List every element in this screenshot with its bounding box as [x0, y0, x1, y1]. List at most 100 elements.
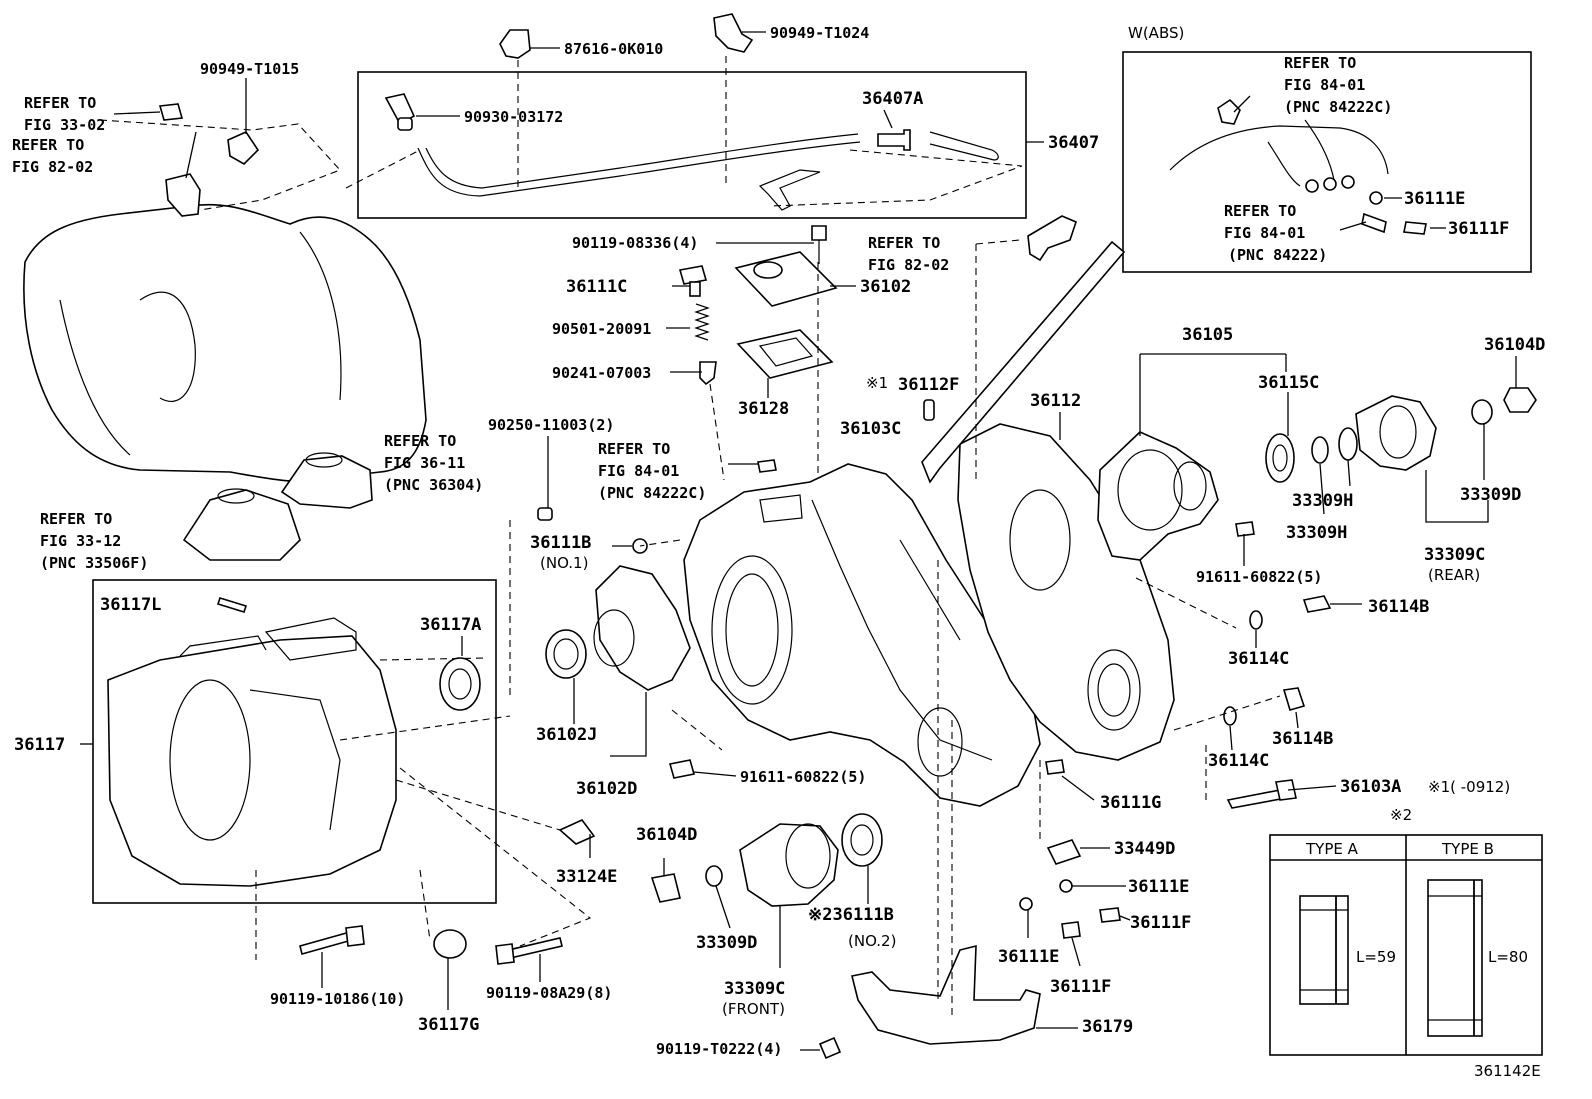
- label-91611-60822-rear: 91611-60822(5): [1196, 568, 1322, 586]
- breather-plug-icon: [384, 93, 416, 131]
- refer-33-12-line3: (PNC 33506F): [40, 554, 148, 572]
- refer-36-11-line1: REFER TO: [384, 432, 456, 450]
- refer-84-01-top-line2: FIG 84-01: [1284, 76, 1365, 94]
- label-rear: (REAR): [1428, 566, 1480, 584]
- refer-84-01-top-line1: REFER TO: [1284, 54, 1356, 72]
- washer-33309D-icon: [1471, 399, 1493, 425]
- label-33309D-front: 33309D: [696, 933, 757, 953]
- extension-housing: [1097, 431, 1219, 561]
- label-36111E-b: 36111E: [1128, 877, 1189, 897]
- label-90119-T0222: 90119-T0222(4): [656, 1040, 782, 1058]
- mount-cover-b: [182, 489, 301, 561]
- bolt-cover-icon: [811, 225, 827, 241]
- pin-90250-icon: [537, 507, 553, 521]
- label-36114B-a: 36114B: [1368, 597, 1429, 617]
- hose-clip-icon: [499, 29, 531, 59]
- label-33449D: 33449D: [1114, 839, 1175, 859]
- oil-seal-36102J-icon: [545, 629, 587, 679]
- label-36179: 36179: [1082, 1017, 1133, 1037]
- label-36117G: 36117G: [418, 1015, 479, 1035]
- refer-84-01-top-line3: (PNC 84222C): [1284, 98, 1392, 116]
- label-36103A: 36103A: [1340, 777, 1401, 797]
- label-36112: 36112: [1030, 391, 1081, 411]
- hose-connector-icon: [877, 129, 911, 151]
- plug-36111E-c-icon: [1019, 897, 1033, 911]
- mount-cover-a: [280, 455, 373, 509]
- refer-36-11-line2: FIG 36-11: [384, 454, 465, 472]
- label-36114C-a: 36114C: [1228, 649, 1289, 669]
- label-36111F-b: 36111F: [1130, 913, 1191, 933]
- label-no2: (NO.2): [848, 932, 896, 950]
- rear-flange-icon: [1355, 395, 1437, 471]
- label-36104D-front: 36104D: [636, 825, 697, 845]
- bolt-33-02-icon: [158, 103, 184, 121]
- label-type-b: TYPE B: [1441, 840, 1494, 858]
- bolt-36103A-icon: [1226, 789, 1288, 809]
- front-flange-icon: [739, 823, 839, 907]
- refer-82-02-mid-line2: FIG 82-02: [868, 256, 949, 274]
- sensor-33124E-icon: [558, 819, 596, 845]
- label-type-a: TYPE A: [1305, 840, 1359, 858]
- label-90250-11003: 90250-11003(2): [488, 416, 614, 434]
- label-36111G: 36111G: [1100, 793, 1161, 813]
- bolt-90119-10186-icon: [299, 931, 353, 955]
- label-33309H-b: 33309H: [1286, 523, 1347, 543]
- label-36111B-no2: ※236111B: [808, 905, 894, 925]
- abs-plug-icon: [1369, 191, 1383, 205]
- front-cover-icon: [593, 565, 691, 691]
- label-36102: 36102: [860, 277, 911, 297]
- refer-36-11-line3: (PNC 36304): [384, 476, 483, 494]
- label-33124E: 33124E: [556, 867, 617, 887]
- label-36128: 36128: [738, 399, 789, 419]
- label-w-abs: W(ABS): [1128, 24, 1184, 42]
- bracket-82-02-left-icon: [165, 173, 201, 217]
- nut-36104D-front-icon: [650, 873, 681, 903]
- label-36112F: 36112F: [898, 375, 959, 395]
- label-33309H-a: 33309H: [1292, 491, 1353, 511]
- label-90949-T1024: 90949-T1024: [770, 24, 869, 42]
- type-a-seal-icon: [1299, 895, 1349, 1005]
- assembly-arrow-icon: [921, 240, 1126, 484]
- label-90501-20091: 90501-20091: [552, 320, 651, 338]
- nut-36104D-icon: [1503, 387, 1537, 413]
- gasket-36128: [736, 329, 834, 379]
- washer-33309D-front-icon: [705, 865, 723, 887]
- transfer-case-housing: [683, 463, 1041, 807]
- refer-33-02-line1: REFER TO: [24, 94, 96, 112]
- label-36111F-c: 36111F: [1050, 977, 1111, 997]
- abs-bolt-b-icon: [1361, 212, 1387, 234]
- plug-36111E-b-icon: [1059, 879, 1073, 893]
- note-0912: ※1( -0912): [1428, 778, 1510, 796]
- label-33309C-rear: 33309C: [1424, 545, 1485, 565]
- pin-36117L-icon: [216, 597, 248, 613]
- seal-36111B-no2-icon: [841, 813, 883, 867]
- label-36105: 36105: [1182, 325, 1233, 345]
- transmission-housing: [23, 203, 427, 483]
- refer-82-02-left-line2: FIG 82-02: [12, 158, 93, 176]
- label-36111F-abs: 36111F: [1448, 219, 1509, 239]
- label-36111E-abs: 36111E: [1404, 189, 1465, 209]
- refer-33-02-line2: FIG 33-02: [24, 116, 105, 134]
- cover-36102: [734, 251, 838, 307]
- label-36117: 36117: [14, 735, 65, 755]
- plug-90241-mid-icon: [757, 459, 777, 473]
- label-36111E-c: 36111E: [998, 947, 1059, 967]
- refer-33-12-line2: FIG 33-12: [40, 532, 121, 550]
- mark2-top: ※2: [1390, 806, 1412, 824]
- label-90119-08A29: 90119-08A29(8): [486, 984, 612, 1002]
- label-len-a: L=59: [1356, 948, 1396, 966]
- pin-36112F-icon: [923, 399, 935, 421]
- label-36102J: 36102J: [536, 725, 597, 745]
- hose-assembly-box: [357, 71, 1027, 219]
- label-90949-T1015: 90949-T1015: [200, 60, 299, 78]
- label-36103C: 36103C: [840, 419, 901, 439]
- label-36117A: 36117A: [420, 615, 481, 635]
- abs-bolt-icon: [1217, 98, 1241, 125]
- seal-36117A-icon: [439, 657, 481, 711]
- label-33309D-rear: 33309D: [1460, 485, 1521, 505]
- refer-84-01-mid-line1: REFER TO: [598, 440, 670, 458]
- bolt-90119-T0222-icon: [818, 1036, 842, 1060]
- bracket-82-02-icon: [1027, 215, 1077, 262]
- label-len-b: L=80: [1488, 948, 1528, 966]
